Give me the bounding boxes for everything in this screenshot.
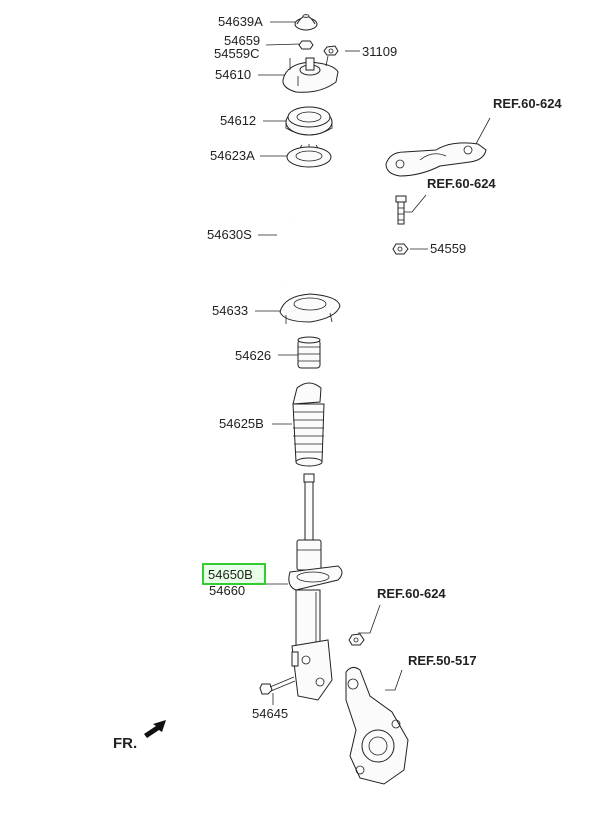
ref-nut <box>348 633 365 646</box>
part-54650B-strut <box>288 473 343 701</box>
label-54659[interactable]: 54659 <box>224 33 261 48</box>
part-54625B-dust-boot <box>292 382 325 467</box>
ref-label-knuckle[interactable]: REF.50-517 <box>408 653 477 668</box>
label-54610[interactable]: 54610 <box>215 67 252 82</box>
label-54650B[interactable]: 54650B <box>208 567 253 582</box>
label-54633[interactable]: 54633 <box>212 303 249 318</box>
label-54660[interactable]: 54660 <box>209 583 246 598</box>
stabilizer-bracket <box>385 142 487 177</box>
ref-label-bracket[interactable]: REF.60-624 <box>493 96 562 111</box>
part-54633-spring-seat <box>279 293 341 324</box>
label-54645[interactable]: 54645 <box>252 706 289 721</box>
part-31109-nut <box>323 45 339 56</box>
ref-label-bolt[interactable]: REF.60-624 <box>427 176 496 191</box>
part-54659-nut <box>298 40 314 50</box>
front-arrow-icon <box>144 720 166 738</box>
part-54626-bump-stop <box>297 336 321 369</box>
part-54639A-dust-cap <box>294 14 318 31</box>
ref-label-nut[interactable]: REF.60-624 <box>377 586 446 601</box>
part-54623A-spring-pad <box>286 144 332 168</box>
part-54559-nut <box>392 243 409 255</box>
bracket-bolt <box>395 195 407 225</box>
label-54559C[interactable]: 54559C <box>214 46 260 61</box>
label-54612[interactable]: 54612 <box>220 113 257 128</box>
label-54559[interactable]: 54559 <box>430 241 467 256</box>
label-54626[interactable]: 54626 <box>235 348 272 363</box>
highlight-box-54650B <box>202 563 266 585</box>
part-54610-strut-mount <box>282 55 339 93</box>
label-54625B[interactable]: 54625B <box>219 416 264 431</box>
label-31109[interactable]: 31109 <box>362 44 398 59</box>
direction-label: FR. <box>113 735 138 752</box>
label-54623A[interactable]: 54623A <box>210 148 255 163</box>
part-54630S-coil-spring <box>279 185 333 285</box>
part-54612-bearing <box>285 106 333 136</box>
part-54645-bolt <box>259 676 296 695</box>
steering-knuckle <box>345 666 409 785</box>
label-54639A[interactable]: 54639A <box>218 14 263 29</box>
label-54630S[interactable]: 54630S <box>207 227 252 242</box>
